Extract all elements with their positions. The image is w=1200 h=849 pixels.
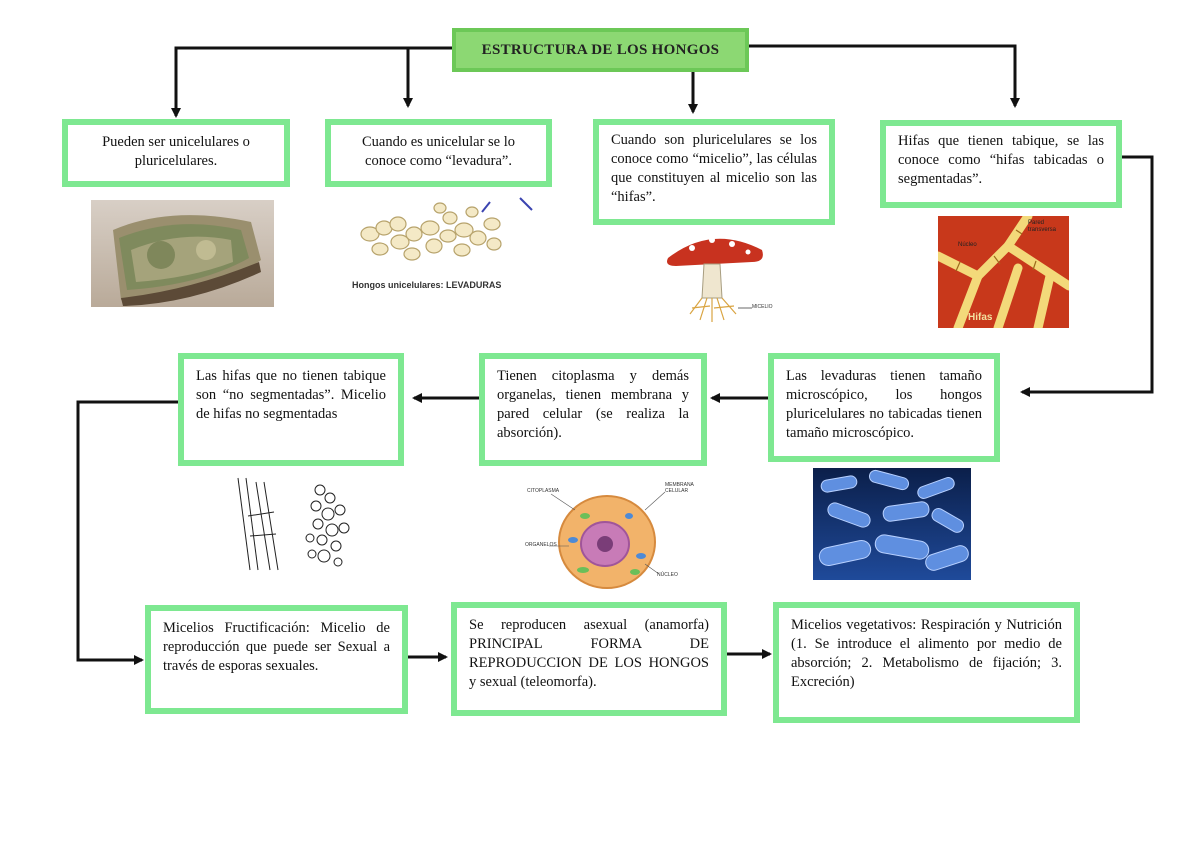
arrow-to-box1: [171, 46, 452, 118]
box-reproduccion: Se reproducen asexual (anamorfa) PRINCIP…: [451, 602, 727, 716]
citoplasma-label: CITOPLASMA: [527, 488, 560, 494]
box-vegetativos: Micelios vegetativos: Respiración y Nutr…: [773, 602, 1080, 723]
box-citoplasma: Tienen citoplasma y demás organelas, tie…: [479, 353, 707, 466]
nucleo-cell-label: NÚCLEO: [657, 572, 678, 578]
arrow-loop-left: [76, 400, 180, 665]
micelio-label: MICELIO: [752, 304, 773, 310]
box-levadura: Cuando es unicelular se lo conoce como “…: [325, 119, 552, 187]
box-fructificacion: Micelios Fructificación: Micelio de repr…: [145, 605, 408, 714]
arrow-to-box4: [749, 44, 1020, 108]
cell-image: CITOPLASMA MEMBRANA CELULAR ORGANELOS NÚ…: [525, 480, 695, 592]
organelos-label: ORGANELOS: [525, 542, 557, 548]
levaduras-caption: Hongos unicelulares: LEVADURAS: [352, 280, 502, 290]
box-unicelulares-o-pluricelulares: Pueden ser unicelulares o pluricelulares…: [62, 119, 290, 187]
membrana-label: MEMBRANA CELULAR: [665, 482, 694, 494]
box-hifas-tabicadas: Hifas que tienen tabique, se las conoce …: [880, 120, 1122, 208]
hifas-image: Núcleo Pared transversa Hifas: [938, 216, 1069, 328]
box-tamano: Las levaduras tienen tamaño microscópico…: [768, 353, 1000, 462]
pared-label: Pared transversa: [1028, 220, 1057, 233]
diagram-title: ESTRUCTURA DE LOS HONGOS: [452, 28, 749, 72]
box-micelio: Cuando son pluricelulares se los conoce …: [593, 119, 835, 225]
hifas-label: Hifas: [968, 312, 993, 323]
arrow-loop-right: [1020, 155, 1154, 397]
levaduras-image: Hongos unicelulares: LEVADURAS: [350, 194, 540, 299]
microscopic-cells-image: [813, 468, 971, 580]
mushroom-micelio-image: MICELIO: [662, 228, 774, 323]
box-no-segmentadas: Las hifas que no tienen tabique son “no …: [178, 353, 404, 466]
nucleo-label: Núcleo: [958, 242, 977, 248]
hifas-no-segmentadas-image: [220, 476, 370, 572]
moldy-bread-image: [91, 200, 274, 307]
